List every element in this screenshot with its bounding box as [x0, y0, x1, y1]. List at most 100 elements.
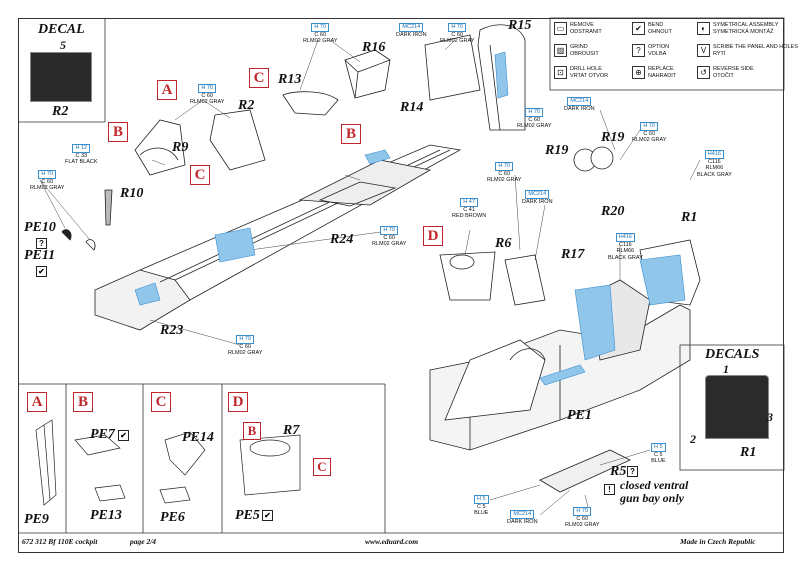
detail-b-marker: B — [73, 392, 93, 412]
part-r19a: R19 — [601, 130, 625, 145]
part-r2: R2 — [238, 98, 255, 113]
r5-note: closed ventral gun bay only — [620, 478, 689, 505]
marker-c: C — [190, 165, 210, 185]
part-r10: R10 — [120, 186, 144, 201]
decals-r1-image — [705, 375, 769, 439]
grind-icon: ▨ — [554, 44, 567, 57]
detail-d-marker-b: B — [243, 422, 261, 440]
marker-d: D — [423, 226, 443, 246]
decal-number: 5 — [60, 38, 66, 52]
detail-c-part2: PE6 — [160, 510, 185, 525]
part-r13: R13 — [278, 72, 302, 87]
part-pe10: PE10 — [24, 220, 56, 235]
footer-code: 672 312 Bf 110E cockpit — [22, 537, 98, 546]
option-icon: ? — [632, 44, 645, 57]
detail-c-part1: PE14 — [182, 430, 214, 445]
legend-item-symmetric: ◐SYMETRICAL ASSEMBLY SYMETRICKÁ MONTÁŽ — [697, 22, 778, 35]
option-icon: ? — [627, 466, 638, 477]
decals-title: DECALS — [705, 347, 760, 362]
bend-icon: ✔ — [36, 266, 47, 277]
reverse-icon: ↺ — [697, 66, 710, 79]
decals-number-2: 2 — [690, 432, 696, 446]
detail-c-marker: C — [151, 392, 171, 412]
decals-part: R1 — [740, 445, 757, 460]
part-r16: R16 — [362, 40, 386, 55]
marker-c2: C — [249, 68, 269, 88]
bend-icon: ✔ — [118, 430, 129, 441]
legend-item-bend: ✔BEND OHNOUT — [632, 22, 672, 35]
detail-d-marker: D — [228, 392, 248, 412]
decals-number-1: 1 — [723, 362, 729, 376]
part-r9: R9 — [172, 140, 189, 155]
part-r20: R20 — [601, 204, 625, 219]
detail-b-part1: PE7 — [90, 427, 115, 442]
drill-icon: ⊡ — [554, 66, 567, 79]
legend-item-reverse: ↺REVERSE SIDE OTOČIT — [697, 66, 754, 79]
symmetric-icon: ◐ — [697, 22, 710, 35]
detail-a-part: PE9 — [24, 512, 49, 527]
marker-b: B — [108, 122, 128, 142]
footer-page: page 2/4 — [130, 537, 157, 546]
scribe-icon: V — [697, 44, 710, 57]
legend-item-replace: ⊕REPLACE NAHRADIT — [632, 66, 676, 79]
detail-a-marker: A — [27, 392, 47, 412]
decal-r2-image — [30, 52, 92, 102]
part-pe1: PE1 — [567, 408, 592, 423]
part-pe11: PE11 — [24, 248, 56, 263]
replace-icon: ⊕ — [632, 66, 645, 79]
bend-icon: ✔ — [632, 22, 645, 35]
part-r23: R23 — [160, 323, 184, 338]
legend-item-drill: ⊡DRILL HOLE VRTAT OTVOR — [554, 66, 608, 79]
marker-b2: B — [341, 124, 361, 144]
part-r14: R14 — [400, 100, 424, 115]
part-r1: R1 — [681, 210, 698, 225]
legend-item-option: ?OPTION VOLBA — [632, 44, 669, 57]
part-r15: R15 — [508, 18, 532, 33]
detail-d-part1: R7 — [283, 423, 300, 438]
bend-icon: ✔ — [262, 510, 273, 521]
legend-item-remove: ▭REMOVE ODSTRANIT — [554, 22, 602, 35]
remove-icon: ▭ — [554, 22, 567, 35]
footer-url: www.eduard.com — [365, 537, 419, 546]
part-r24: R24 — [330, 232, 354, 247]
legend-item-grind: ▨GRIND OBROUSIT — [554, 44, 599, 57]
part-r19b: R19 — [545, 143, 569, 158]
decals-number-3: 3 — [767, 410, 773, 424]
option-icon: ? — [36, 238, 47, 249]
footer-made: Made in Czech Republic — [680, 537, 756, 546]
detail-d-marker-c: C — [313, 458, 331, 476]
marker-a: A — [157, 80, 177, 100]
legend: ▭REMOVE ODSTRANIT ✔BEND OHNOUT ◐SYMETRIC… — [552, 20, 798, 90]
decal-part: R2 — [52, 104, 69, 119]
part-r6: R6 — [495, 236, 512, 251]
decal-title: DECAL — [38, 22, 85, 37]
detail-b-part2: PE13 — [90, 508, 122, 523]
replace-icon: ! — [604, 484, 615, 495]
detail-d-part2: PE5 — [235, 508, 260, 523]
part-r5: R5 — [610, 464, 627, 479]
page-frame — [18, 18, 784, 553]
part-r17: R17 — [561, 247, 585, 262]
